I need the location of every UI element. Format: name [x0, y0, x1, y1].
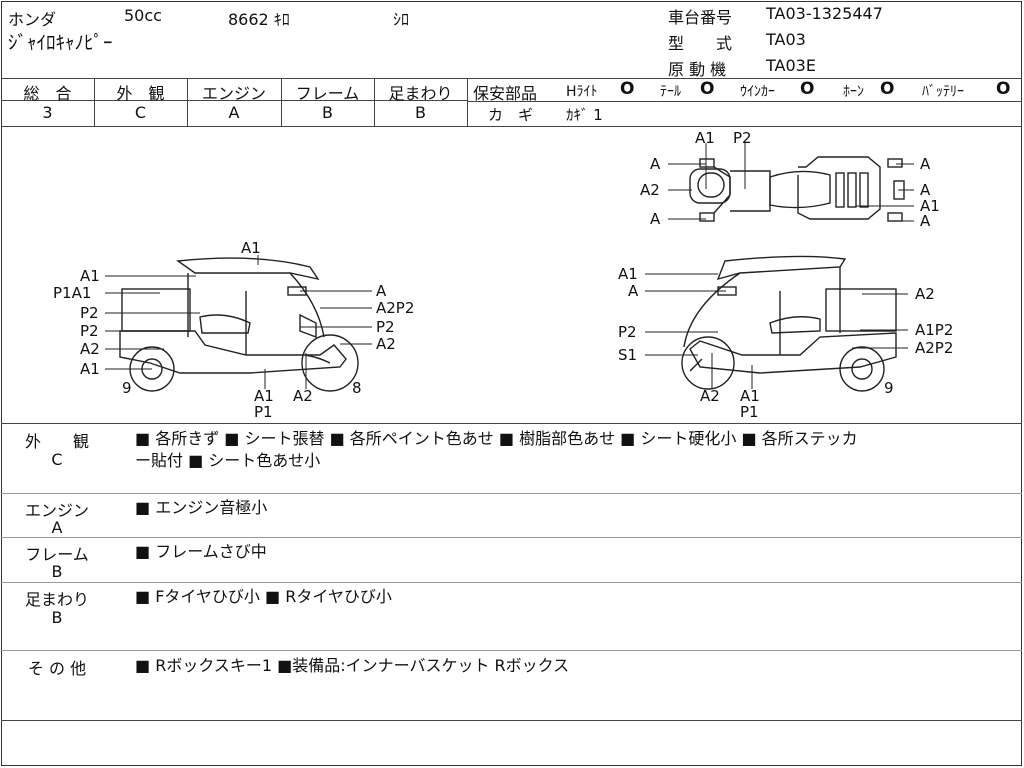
diagram-label: 9 — [884, 379, 894, 397]
safety-mark-headlight: O — [620, 79, 635, 99]
section-label-exterior: 外 観 — [24, 432, 89, 451]
diagram-label: P1 — [254, 403, 273, 421]
diagram-label: A — [920, 181, 931, 199]
grade-label-frame: フレーム — [295, 84, 360, 103]
safety-item-horn: ﾎｰﾝ — [843, 84, 864, 100]
diagram-label: A1 — [695, 129, 715, 147]
safety-item-headlight: Hﾗｲﾄ — [566, 84, 598, 100]
displacement: 50cc — [124, 6, 162, 25]
model-name: ｼﾞｬｲﾛｷｬﾉﾋﾟｰ — [8, 32, 113, 54]
section-grade-engine: A — [51, 518, 63, 537]
mileage: 8662 ｷﾛ — [228, 10, 290, 29]
diagram-label: 8 — [352, 379, 362, 397]
diagram-label: A2 — [80, 340, 100, 358]
diagram-label: A — [650, 155, 661, 173]
engine-model-value: TA03E — [766, 56, 816, 75]
diagram-label: A1 — [920, 197, 940, 215]
diagram-label: A — [628, 282, 639, 300]
diagram-label: S1 — [618, 346, 637, 364]
diagram-label: A2P2 — [376, 299, 414, 317]
section-label-other: そ の 他 — [27, 659, 87, 678]
grade-value-suspension: B — [415, 103, 426, 122]
damage-diagram: A1 A1 P1A1 P2 P2 A2 A1 9 A1 P1 A2 8 A A2… — [53, 129, 953, 421]
scooter-left-side-drawing — [119, 257, 359, 392]
chassis-label: 車台番号 — [668, 8, 733, 27]
section-label-frame: フレーム — [25, 545, 89, 564]
section-text-frame: ■ フレームさび中 — [135, 542, 267, 561]
safety-item-battery: ﾊﾞｯﾃﾘｰ — [922, 84, 964, 100]
section-text-suspension: ■ Fタイヤひび小 ■ Rタイヤひび小 — [135, 587, 392, 606]
safety-mark-winker: O — [800, 79, 815, 99]
safety-item-tail: ﾃｰﾙ — [660, 84, 681, 100]
section-grade-suspension: B — [51, 608, 63, 627]
chassis-value: TA03-1325447 — [766, 4, 883, 23]
diagram-label: P2 — [376, 318, 395, 336]
grade-label-overall: 総 合 — [23, 84, 72, 103]
grade-value-engine: A — [228, 103, 240, 122]
grade-label-exterior: 外 観 — [116, 84, 165, 103]
color: ｼﾛ — [393, 10, 410, 29]
diagram-label: A2 — [700, 387, 720, 405]
diagram-label: A2 — [376, 335, 396, 353]
scooter-right-side-drawing — [681, 255, 897, 392]
diagram-label: P1A1 — [53, 284, 91, 302]
key-value: ｶｷﾞ 1 — [566, 106, 603, 124]
grade-label-suspension: 足まわり — [388, 84, 453, 103]
section-text-exterior-1: ■ 各所きず ■ シート張替 ■ 各所ペイント色あせ ■ 樹脂部色あせ ■ シー… — [135, 429, 858, 448]
diagram-label: P1 — [740, 403, 759, 421]
safety-label: 保安部品 — [473, 84, 538, 103]
scooter-top-view-drawing — [689, 156, 905, 222]
grade-value-frame: B — [322, 103, 333, 122]
diagram-label: A2 — [293, 387, 313, 405]
safety-mark-horn: O — [880, 79, 895, 99]
section-text-other: ■ Rボックスキー1 ■装備品:インナーバスケット Rボックス — [135, 656, 570, 675]
maker: ホンダ — [8, 10, 57, 29]
key-label: カ ギ — [488, 106, 534, 124]
safety-mark-tail: O — [700, 79, 715, 99]
diagram-label: A — [920, 212, 931, 230]
diagram-label: P2 — [80, 304, 99, 322]
diagram-label: A2P2 — [915, 339, 953, 357]
diagram-label: A — [920, 155, 931, 173]
safety-mark-battery: O — [996, 79, 1011, 99]
diagram-label: A1 — [618, 265, 638, 283]
section-grade-frame: B — [51, 562, 63, 581]
section-label-engine: エンジン — [24, 501, 89, 520]
diagram-label: 9 — [122, 379, 132, 397]
grade-label-engine: エンジン — [201, 84, 266, 103]
diagram-label: A1 — [254, 387, 274, 405]
type-value: TA03 — [766, 30, 806, 49]
section-text-engine: ■ エンジン音極小 — [135, 498, 268, 517]
diagram-label: P2 — [618, 323, 637, 341]
diagram-label: A1 — [740, 387, 760, 405]
diagram-label: A1 — [80, 267, 100, 285]
section-grade-exterior: C — [51, 450, 63, 469]
diagram-label: A1 — [241, 239, 261, 257]
diagram-label: A1P2 — [915, 321, 953, 339]
diagram-label: A — [376, 282, 387, 300]
engine-model-label: 原 動 機 — [668, 60, 727, 79]
grade-value-overall: 3 — [42, 103, 53, 122]
type-label: 型 式 — [668, 34, 733, 53]
diagram-label: P2 — [80, 322, 99, 340]
diagram-label: P2 — [733, 129, 752, 147]
diagram-label: A2 — [915, 285, 935, 303]
safety-item-winker: ｳｲﾝｶｰ — [740, 84, 775, 100]
diagram-label: A1 — [80, 360, 100, 378]
diagram-label: A2 — [640, 181, 660, 199]
section-text-exterior-2: ー貼付 ■ シート色あせ小 — [135, 451, 321, 470]
grade-value-exterior: C — [134, 103, 147, 122]
section-label-suspension: 足まわり — [24, 590, 89, 609]
diagram-label: A — [650, 210, 661, 228]
